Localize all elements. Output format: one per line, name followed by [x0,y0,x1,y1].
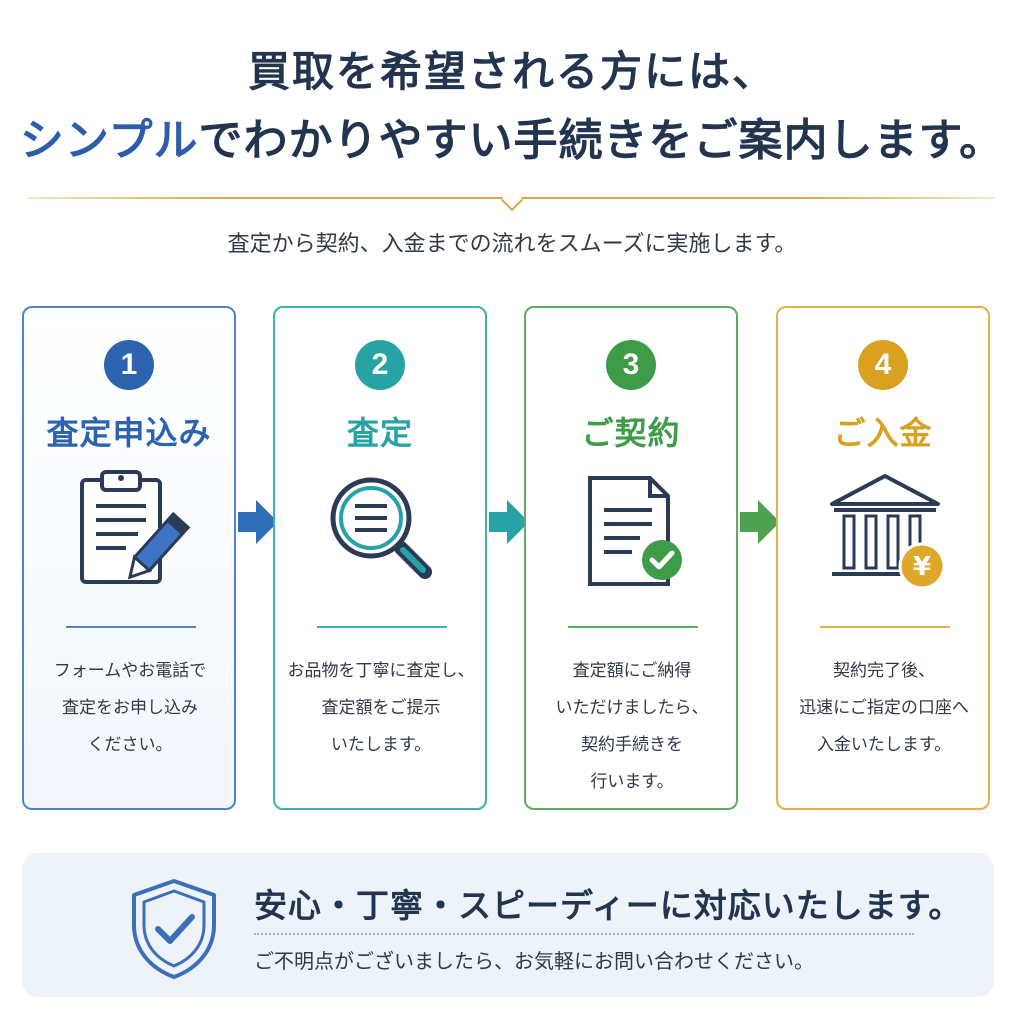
step-description: フォームやお電話で 査定をお申し込み ください。 [53,661,207,755]
step-divider [568,626,698,628]
step-description: 査定額にご納得 いただけましたら、 契約手続きを 行います。 [555,661,709,792]
step-description: お品物を丁寧に査定し、 査定額をご提示 いたします。 [287,661,475,755]
step-card-application: 1 査定申込み フォームやお電話で 査定をお申し込み ください。 [22,306,236,810]
step-divider [66,626,196,628]
heading-accent-text: シンプル [19,115,199,166]
step-number-badge: 1 [104,340,154,390]
clipboard-pencil-icon [80,470,191,584]
bank-yen-icon: ¥ [830,474,946,590]
step-card-appraisal: 2 査定 お品物を丁寧に査定し、 査定額をご提示 いたします。 [273,306,487,810]
step-number-badge: 3 [606,340,656,390]
step-title: 査定 [346,414,413,452]
step-title: ご契約 [581,414,681,452]
divider-notch [500,188,524,212]
banner-note: ご不明点がございましたら、お気軽にお問い合わせください。 [254,949,814,973]
arrow-right-icon [740,500,780,544]
heading-rest-text: でわかりやすい手続きをご案内します。 [198,115,1005,166]
step-divider [820,626,950,628]
contract-check-icon [588,476,682,586]
step-title: ご入金 [833,414,933,452]
step-card-contract: 3 ご契約 査定額にご納得 いただけましたら、 契約手続きを 行います。 [524,306,738,810]
step-number-badge: 4 [858,340,908,390]
step-number-badge: 2 [355,340,405,390]
step-card-payment: 4 ご入金 ¥ 契約完了後、 迅速にご指定の口座へ 入金いたします。 [776,306,990,810]
shield-check-icon [132,879,216,979]
banner-dotted-divider [254,933,914,935]
step-description: 契約完了後、 迅速にご指定の口座へ 入金いたします。 [799,661,969,755]
arrow-right-icon [238,500,278,544]
assurance-banner: 安心・丁寧・スピーディーに対応いたします。 ご不明点がございましたら、お気軽にお… [22,853,994,997]
magnifier-icon [330,477,432,579]
heading-line-1: 買取を希望される方には、 [247,47,776,96]
svg-text:¥: ¥ [913,552,931,582]
heading-line-2: シンプルでわかりやすい手続きをご案内します。 [0,104,1024,168]
banner-title: 安心・丁寧・スピーディーに対応いたします。 [254,886,963,925]
arrow-right-icon [489,500,529,544]
subtitle: 査定から契約、入金までの流れをスムーズに実施します。 [227,232,797,257]
step-title: 査定申込み [46,414,212,452]
step-divider [317,626,447,628]
